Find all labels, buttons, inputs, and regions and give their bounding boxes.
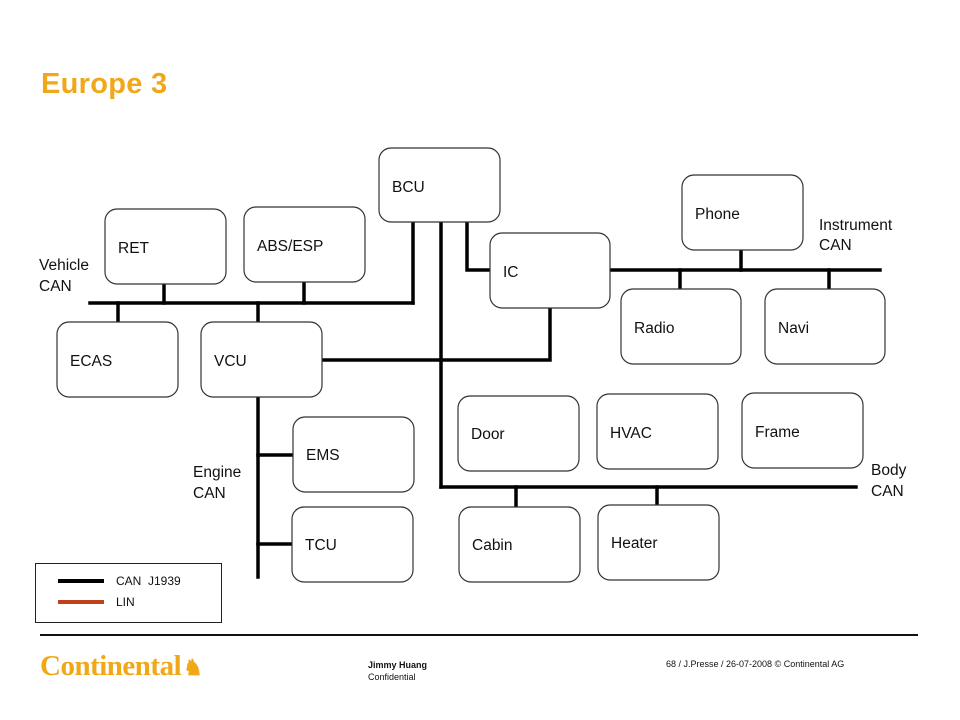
can-line-swatch xyxy=(58,579,104,583)
navi-box xyxy=(764,288,886,365)
ecas-box xyxy=(56,321,179,398)
legend-label-lin: LIN xyxy=(116,595,135,609)
heater-box xyxy=(597,504,720,581)
instrument-can-label-line1: Instrument xyxy=(819,217,893,234)
instrument-can-label-line2: CAN xyxy=(819,237,852,254)
navi-label: Navi xyxy=(778,320,809,337)
hvac-label: HVAC xyxy=(610,425,652,442)
slide-info: 68 / J.Presse / 26-07-2008 © Continental… xyxy=(666,659,845,669)
lin-line-swatch xyxy=(58,600,104,604)
abs-esp-label: ABS/ESP xyxy=(257,238,323,255)
abs-esp-box xyxy=(243,206,366,283)
cabin-label: Cabin xyxy=(472,537,513,554)
vcu-label: VCU xyxy=(214,353,247,370)
door-box xyxy=(457,395,580,472)
bcu-box xyxy=(378,147,501,223)
ic-label: IC xyxy=(503,264,519,281)
tcu-label: TCU xyxy=(305,537,337,554)
radio-label: Radio xyxy=(634,320,675,337)
classification: Confidential xyxy=(368,672,416,682)
tcu-box xyxy=(291,506,414,583)
author-name: Jimmy Huang xyxy=(368,660,428,670)
hvac-box xyxy=(596,393,719,470)
vehicle-can-label-line2: CAN xyxy=(39,278,72,295)
brand-wordmark: Continental xyxy=(40,650,182,682)
phone-box xyxy=(681,174,804,251)
bcu-label: BCU xyxy=(392,179,425,196)
vehicle-can-label-line1: Vehicle xyxy=(39,257,89,274)
continental-logo: Continental♞ xyxy=(40,650,203,683)
legend-label-can: CAN J1939 xyxy=(116,574,181,588)
body-can-label-line2: CAN xyxy=(871,483,904,500)
radio-box xyxy=(620,288,742,365)
frame-label: Frame xyxy=(755,424,800,441)
author-block: Jimmy Huang Confidential xyxy=(368,659,427,683)
body-can-label-line1: Body xyxy=(871,462,907,479)
horse-icon: ♞ xyxy=(183,655,203,680)
footer-divider xyxy=(40,634,918,636)
engine-can-label-line1: Engine xyxy=(193,464,241,481)
cabin-box xyxy=(458,506,581,583)
vcu-ic-link xyxy=(320,306,552,362)
frame-box xyxy=(741,392,864,469)
bcu-ic-link xyxy=(465,220,492,272)
slide-title: Europe 3 xyxy=(41,68,168,100)
ic-box xyxy=(489,232,611,309)
door-label: Door xyxy=(471,426,505,443)
heater-label: Heater xyxy=(611,535,658,552)
ret-label: RET xyxy=(118,240,150,257)
legend-item-can: CAN J1939 xyxy=(58,574,181,588)
legend-item-lin: LIN xyxy=(58,595,135,609)
engine-can-label-line2: CAN xyxy=(193,485,226,502)
ret-box xyxy=(104,208,227,285)
vcu-box xyxy=(200,321,323,398)
legend: CAN J1939 LIN xyxy=(35,563,222,623)
ems-label: EMS xyxy=(306,447,340,464)
ems-box xyxy=(292,416,415,493)
phone-label: Phone xyxy=(695,206,740,223)
ecas-label: ECAS xyxy=(70,353,112,370)
